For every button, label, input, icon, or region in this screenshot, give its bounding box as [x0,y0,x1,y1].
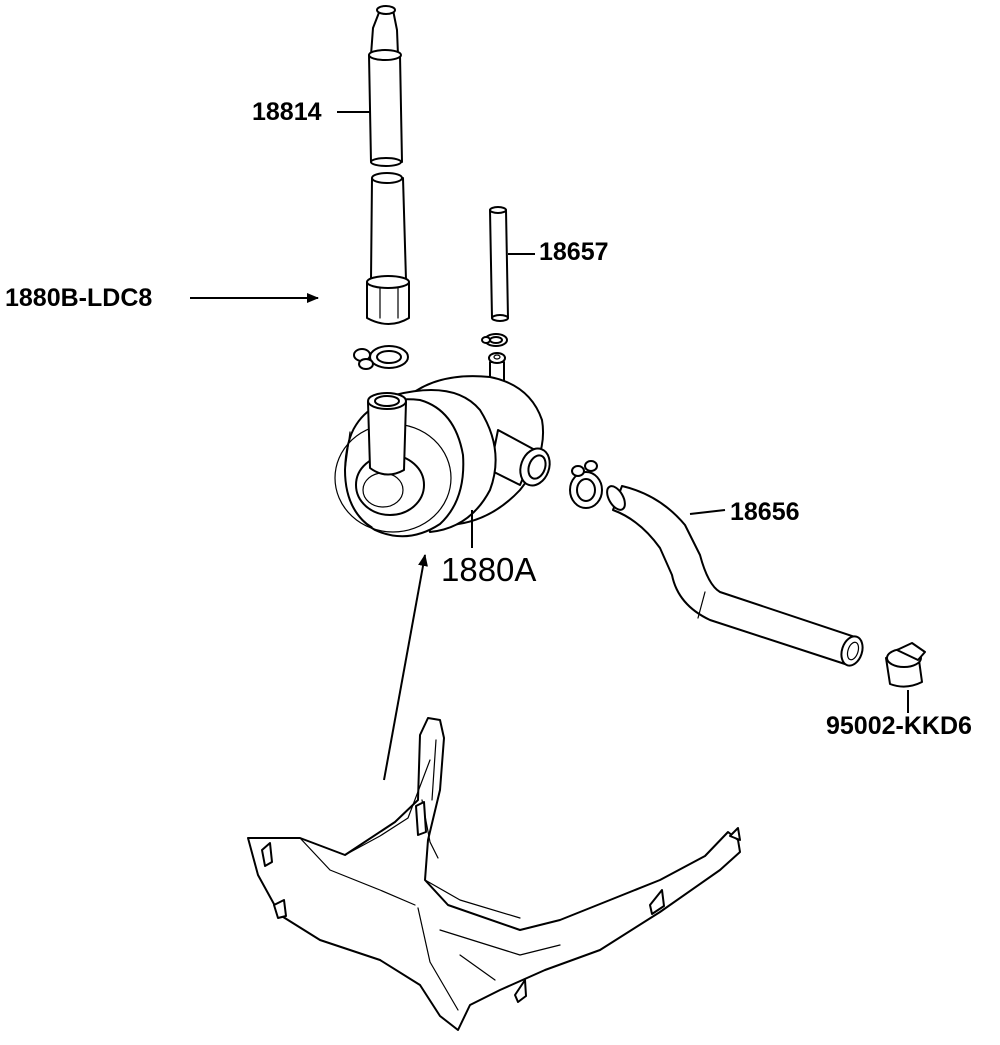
part-label-95002-kkd6: 95002-KKD6 [826,712,972,740]
clip-ring-left [353,345,409,370]
part-label-1880a: 1880A [441,551,537,588]
clip-ring-small [481,333,508,347]
tube-18657 [489,206,509,322]
tube-18814-upper [368,5,403,167]
hose-18656 [606,485,864,667]
canister-1880a [334,352,551,538]
hose-clamp-95002 [885,642,926,688]
under-cover [247,717,741,1031]
tube-18814-lower [366,172,410,325]
part-label-1880b-ldc8: 1880B-LDC8 [5,284,153,312]
part-label-18814: 18814 [252,98,322,126]
part-label-18656: 18656 [730,498,800,526]
leader-cover-arrow [383,554,428,781]
part-label-18657: 18657 [539,238,609,266]
clip-ring-right [569,460,603,509]
leader-18656 [689,509,726,515]
